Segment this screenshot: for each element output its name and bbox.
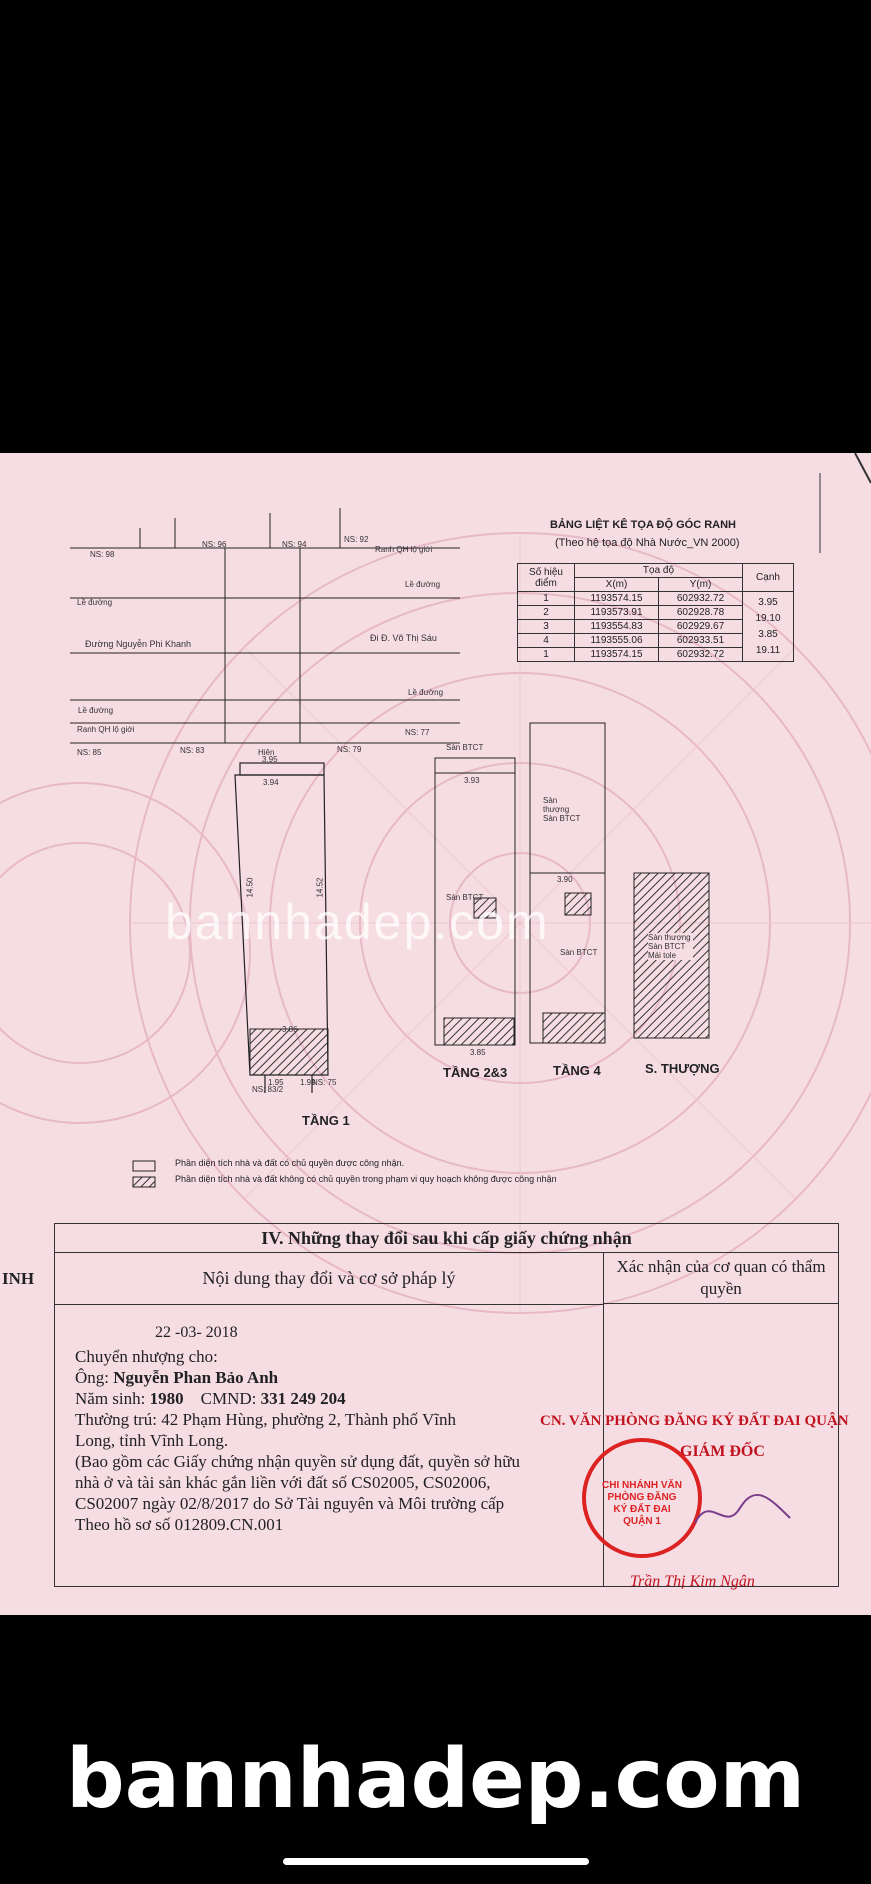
label-ns79: NS: 79 — [337, 745, 362, 754]
cell-y: 602932.72 — [658, 591, 743, 606]
label-to-street: Đi Đ. Võ Thị Sáu — [370, 633, 437, 643]
col-coord: Tọa độ — [574, 563, 743, 578]
label-le-duong-left: Lề đường — [77, 598, 113, 607]
label-le-duong-mid: Lề đường — [408, 688, 444, 697]
cell-x: 1193554.83 — [574, 619, 659, 634]
section-title: IV. Những thay đổi sau khi cấp giấy chứn… — [55, 1224, 838, 1253]
col-y: Y(m) — [658, 577, 743, 592]
change-line-6: (Bao gồm các Giấy chứng nhận quyền sử dụ… — [75, 1452, 521, 1471]
cell-pt: 4 — [517, 633, 575, 648]
floor-label-4: TẦNG 4 — [553, 1063, 601, 1078]
label-ranh-top: Ranh QH lộ giới — [375, 545, 433, 554]
dim-label: 3.93 — [464, 776, 480, 785]
label-san-btct-23: Sàn BTCT — [446, 743, 484, 752]
cell-x: 1193574.15 — [574, 647, 659, 662]
label-ns83-2: NS: 83/2 — [252, 1085, 284, 1094]
label-ns98: NS: 98 — [90, 550, 115, 559]
label-san-thuong-4: Sàn thượng Sàn BTCT — [543, 796, 581, 823]
change-date: 22 -03- 2018 — [155, 1324, 238, 1341]
label-ns96: NS: 96 — [202, 540, 227, 549]
cell-y: 602928.78 — [658, 605, 743, 620]
edge-value: 19.11 — [755, 644, 781, 656]
dim-label: 1.95 — [268, 1078, 284, 1087]
col-point: Số hiệu điểm — [517, 563, 575, 592]
col-x: X(m) — [574, 577, 659, 592]
label-ranh-bottom: Ranh QH lộ giới — [77, 725, 135, 734]
label-le-duong-mid-left: Lề đường — [78, 706, 114, 715]
change-line-2: Ông: Nguyễn Phan Bảo Anh — [75, 1368, 279, 1387]
coord-table-title: BẢNG LIỆT KÊ TỌA ĐỘ GÓC RANH — [550, 519, 736, 531]
cell-x: 1193555.06 — [574, 633, 659, 648]
dim-label: 3.95 — [262, 755, 278, 764]
cell-y: 602932.72 — [658, 647, 743, 662]
coord-table-subtitle: (Theo hệ tọa độ Nhà Nước_VN 2000) — [555, 537, 740, 549]
label-hien: Hiên — [258, 748, 275, 757]
edge-value: 19.10 — [755, 612, 781, 624]
dim-label: 3.86 — [282, 1025, 298, 1034]
label-le-duong-top: Lề đường — [405, 580, 441, 589]
label-street: Đường Nguyễn Phi Khanh — [85, 639, 191, 649]
label-ns92: NS: 92 — [344, 535, 369, 544]
signature — [694, 1494, 791, 1524]
home-indicator[interactable] — [283, 1858, 589, 1865]
dim-label: 3.85 — [470, 1048, 486, 1057]
cell-pt: 1 — [517, 591, 575, 606]
label-san-btct-4: Sàn BTCT — [560, 948, 598, 957]
change-line-3: Năm sinh: 1980 CMND: 331 249 204 — [75, 1389, 346, 1408]
cell-pt: 2 — [517, 605, 575, 620]
floor-label-23: TẦNG 2&3 — [443, 1065, 508, 1080]
label-ns75: NS: 75 — [312, 1078, 337, 1087]
cell-y: 602929.67 — [658, 619, 743, 634]
cell-y: 602933.51 — [658, 633, 743, 648]
dim-label: 3.90 — [557, 875, 573, 884]
dim-label: 1.99 — [300, 1078, 316, 1087]
edge-value: 3.85 — [758, 628, 778, 640]
director-title: GIÁM ĐỐC — [680, 1443, 765, 1460]
floor-label-1: TẦNG 1 — [302, 1113, 350, 1128]
label-san-btct-23b: Sàn BTCT — [446, 893, 484, 902]
legend-item-2: Phần diện tích nhà và đất không có chủ q… — [175, 1174, 557, 1184]
dim-label: 3.94 — [263, 778, 279, 787]
floor-label-roof: S. THƯỢNG — [645, 1061, 720, 1076]
left-edge-text: INH — [2, 1269, 35, 1288]
col2-header: Xác nhận của cơ quan có thẩm quyền — [604, 1254, 838, 1304]
col1-header: Nội dung thay đổi và cơ sở pháp lý — [55, 1252, 604, 1305]
cell-x: 1193574.15 — [574, 591, 659, 606]
cell-x: 1193573.91 — [574, 605, 659, 620]
change-line-7: nhà ở và tài sản khác gắn liền với đất s… — [75, 1473, 491, 1492]
col-edge: Cạnh — [742, 563, 794, 592]
official-stamp: CHI NHÁNH VĂN PHÒNG ĐĂNG KÝ ĐẤT ĐAI QUẬN… — [582, 1438, 702, 1558]
label-ns85: NS: 85 — [77, 748, 102, 757]
column-divider — [603, 1304, 604, 1586]
change-line-4: Thường trú: 42 Phạm Hùng, phường 2, Thàn… — [75, 1410, 456, 1429]
cell-pt: 3 — [517, 619, 575, 634]
label-ns77: NS: 77 — [405, 728, 430, 737]
label-ns94: NS: 94 — [282, 540, 307, 549]
label-ns83: NS: 83 — [180, 746, 205, 755]
office-name: CN. VĂN PHÒNG ĐĂNG KÝ ĐẤT ĐAI QUẬN — [540, 1413, 849, 1429]
legend-item-1: Phần diện tích nhà và đất có chủ quyền đ… — [175, 1158, 405, 1168]
change-line-8: CS02007 ngày 02/8/2017 do Sở Tài nguyên … — [75, 1494, 505, 1513]
edge-value: 3.95 — [758, 596, 778, 608]
label-roof: Sàn thượng Sàn BTCT Mái tole — [648, 933, 693, 960]
watermark-text: bannhadep.com — [165, 894, 550, 950]
change-line-9: Theo hồ sơ số 012809.CN.001 — [75, 1515, 284, 1534]
cell-pt: 1 — [517, 647, 575, 662]
change-line-1: Chuyển nhượng cho: — [75, 1347, 218, 1366]
changes-section: IV. Những thay đổi sau khi cấp giấy chứn… — [54, 1223, 839, 1587]
stamp-text: CHI NHÁNH VĂN PHÒNG ĐĂNG KÝ ĐẤT ĐAI QUẬN… — [602, 1480, 682, 1527]
change-line-5: Long, tỉnh Vĩnh Long. — [75, 1431, 229, 1450]
certificate-page: BẢNG LIỆT KÊ TỌA ĐỘ GÓC RANH (Theo hệ tọ… — [0, 453, 871, 1615]
signer-name: Trần Thị Kim Ngân — [630, 1573, 755, 1590]
bottom-watermark: bannhadep.com — [65, 1732, 806, 1827]
